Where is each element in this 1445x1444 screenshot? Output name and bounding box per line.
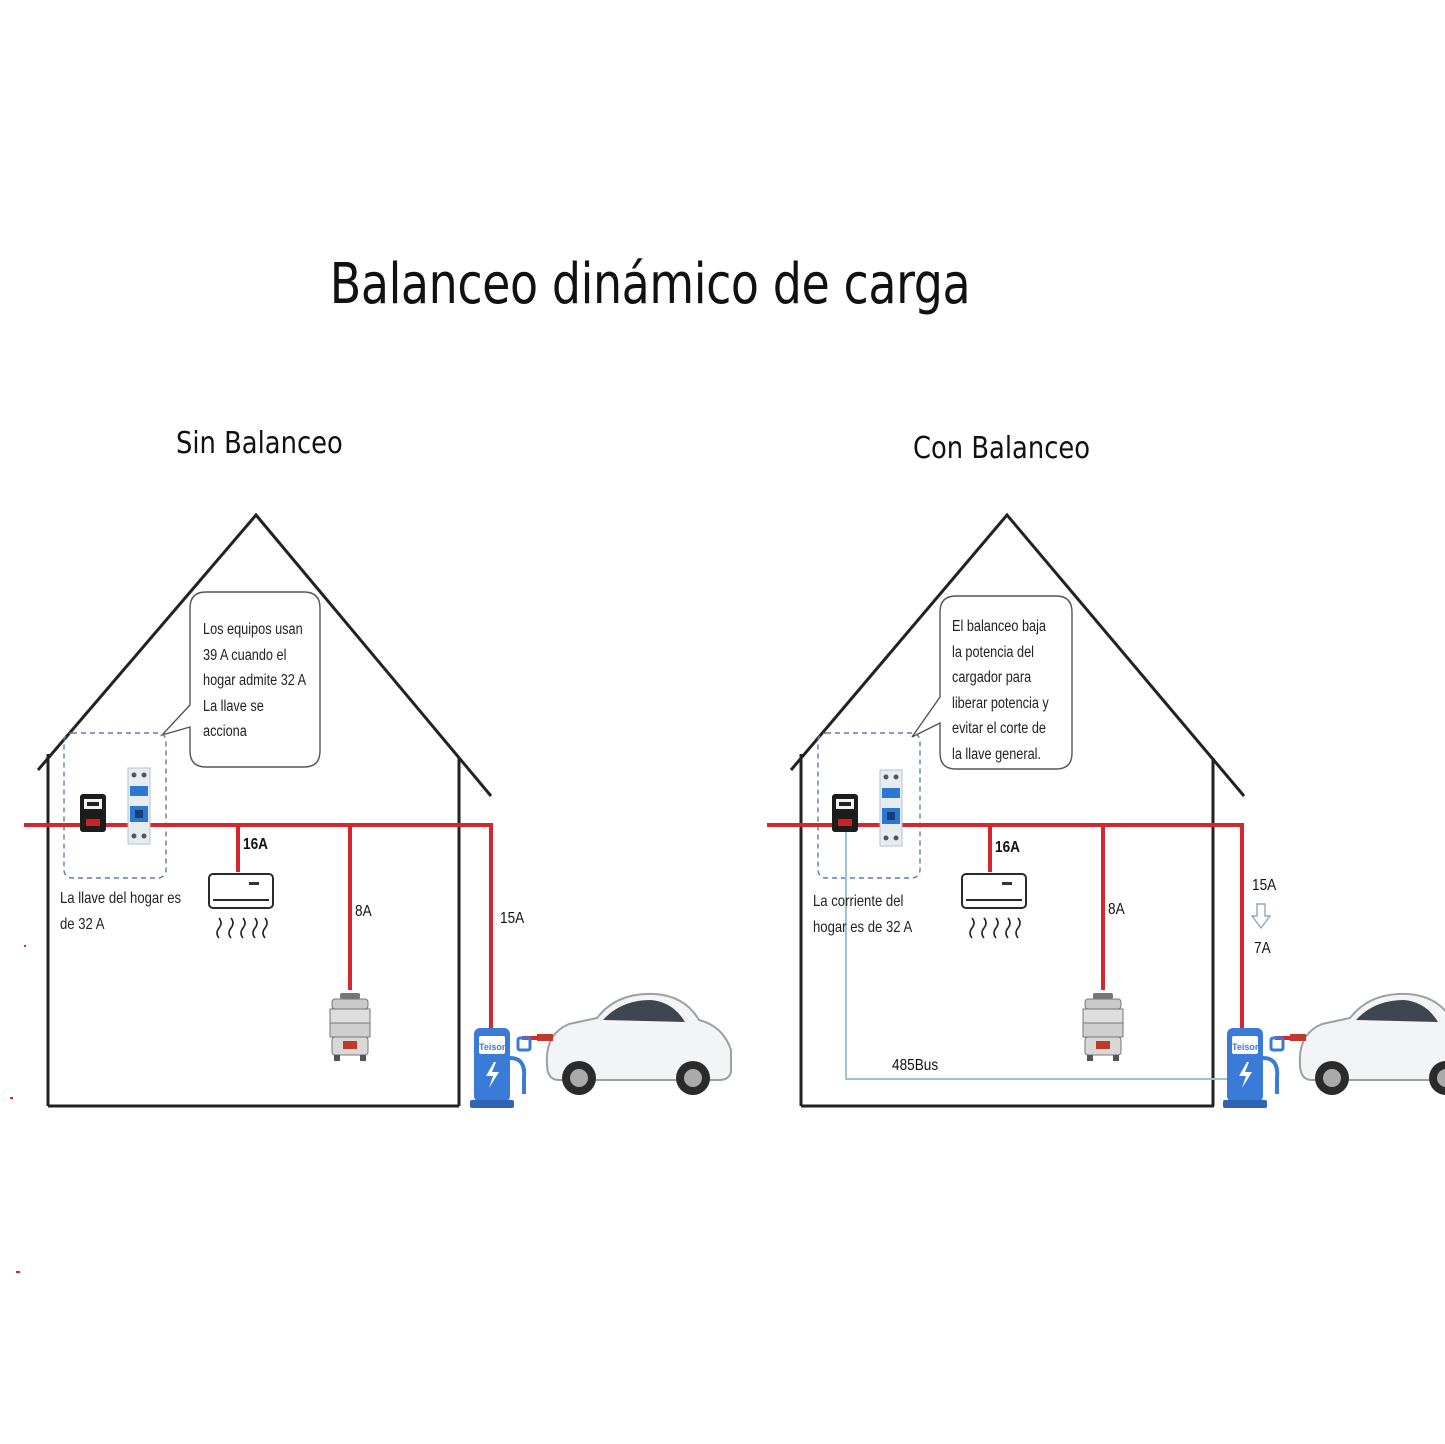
cooker-current-left: 8A xyxy=(355,903,372,920)
bubble-line: la potencia del xyxy=(952,643,1034,661)
ev-charger-icon xyxy=(1221,1026,1285,1110)
charger-brand-left: Teison xyxy=(479,1042,508,1052)
bubble-text-left: Los equipos usan 39 A cuando el hogar ad… xyxy=(203,617,306,745)
bubble-line: El balanceo baja xyxy=(952,618,1046,635)
bubble-line: Los equipos usan xyxy=(203,621,303,638)
charger-brand-right: Teison xyxy=(1232,1042,1261,1052)
heading-right: Con Balanceo xyxy=(913,431,1091,466)
bubble-text-right: El balanceo baja la potencia del cargado… xyxy=(952,614,1049,768)
ev-charger-icon xyxy=(468,1026,532,1110)
panel-label-left: La llave del hogar es de 32 A xyxy=(60,886,181,938)
bubble-line: 39 A cuando el xyxy=(203,646,287,664)
bubble-line: evitar el corte de xyxy=(952,720,1046,738)
panel-box-left xyxy=(63,732,167,879)
bubble-line: acciona xyxy=(203,723,247,741)
panel-label-line: hogar es de 32 A xyxy=(813,919,913,936)
ac-current-left: 16A xyxy=(243,836,268,853)
panel-label-line: de 32 A xyxy=(60,916,105,933)
electric-meter-icon xyxy=(832,794,858,832)
bus-label: 485Bus xyxy=(892,1057,939,1074)
air-conditioner-icon xyxy=(961,873,1027,939)
page-title: Balanceo dinámico de carga xyxy=(329,252,971,317)
speech-bubble-right xyxy=(911,595,1073,770)
rice-cooker-icon xyxy=(1082,992,1124,1062)
air-conditioner-icon xyxy=(208,873,274,939)
bubble-line: La llave se xyxy=(203,697,264,715)
rice-cooker-icon xyxy=(329,992,371,1062)
charger-current-after: 7A xyxy=(1254,940,1271,957)
panel-box-right xyxy=(817,732,921,879)
electric-car-icon xyxy=(1289,992,1445,1096)
electric-meter-icon xyxy=(80,794,106,832)
house-right xyxy=(789,512,1246,1108)
circuit-breaker-icon xyxy=(127,767,151,845)
heading-left: Sin Balanceo xyxy=(176,426,343,461)
bubble-line: hogar admite 32 A xyxy=(203,672,307,690)
electric-car-icon xyxy=(536,992,732,1096)
speech-bubble-left xyxy=(159,591,321,768)
down-arrow-icon xyxy=(1250,903,1272,930)
circuit-breaker-icon xyxy=(879,769,903,847)
panel-label-line: La corriente del xyxy=(813,893,904,910)
bubble-line: cargador para xyxy=(952,669,1032,687)
panel-label-right: La corriente del hogar es de 32 A xyxy=(813,889,912,941)
bubble-line: liberar potencia y xyxy=(952,694,1049,712)
cooker-current-right: 8A xyxy=(1108,901,1125,918)
charger-current-before: 15A xyxy=(1252,877,1277,894)
bus-line xyxy=(845,832,1228,1080)
panel-label-line: La llave del hogar es xyxy=(60,890,182,907)
bubble-line: la llave general. xyxy=(952,745,1042,763)
ac-current-right: 16A xyxy=(995,839,1020,856)
house-left xyxy=(36,512,493,1108)
charger-current-left: 15A xyxy=(500,910,525,927)
